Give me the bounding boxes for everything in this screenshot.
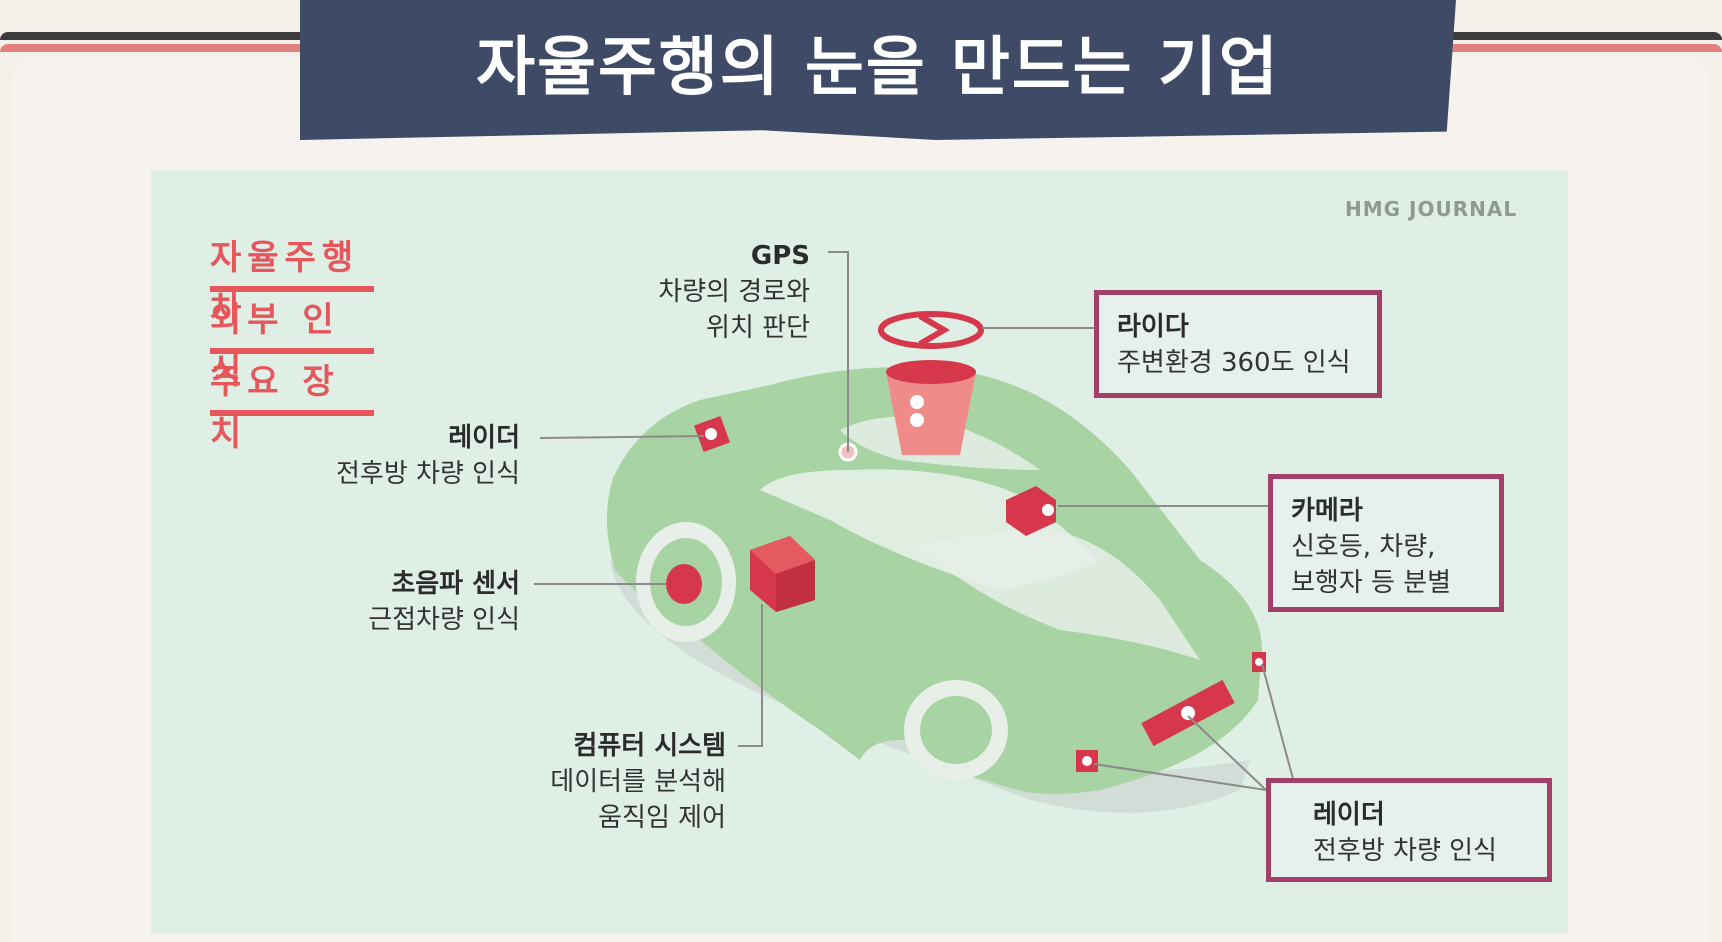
camera-icon xyxy=(1006,486,1056,536)
lidar-icon xyxy=(886,372,976,455)
gps-line-2: 위치 판단 xyxy=(706,313,810,343)
car-body-icon xyxy=(606,367,1262,794)
camera-title: 카메라 xyxy=(1291,496,1363,526)
title-banner xyxy=(300,0,1456,140)
radar-rear-label-box: 레이더 전후방 차량 인식 xyxy=(1266,778,1552,882)
radar-rear-line-1: 전후방 차량 인식 xyxy=(1313,836,1497,866)
ultrasonic-line-1: 근접차량 인식 xyxy=(368,605,520,635)
computer-title: 컴퓨터 시스템 xyxy=(573,731,726,761)
ultrasonic-title: 초음파 센서 xyxy=(391,569,520,599)
brand-watermark: HMG JOURNAL xyxy=(1345,197,1518,221)
lidar-label-box: 라이다 주변환경 360도 인식 xyxy=(1094,290,1382,398)
car-shadow xyxy=(610,560,1250,813)
page-title: 자율주행의 눈을 만드는 기업 xyxy=(476,31,1280,105)
gps-label: GPS 차량의 경로와 위치 판단 xyxy=(620,238,810,346)
heading-line-3: 주요 장치 xyxy=(210,356,374,454)
computer-line-2: 움직임 제어 xyxy=(598,803,726,833)
lidar-line-1: 주변환경 360도 인식 xyxy=(1117,348,1351,378)
computer-cube-icon xyxy=(750,536,815,612)
radar-rear-title: 레이더 xyxy=(1313,800,1385,830)
leader-lines xyxy=(534,251,1297,791)
lidar-rotation-icon xyxy=(878,311,984,349)
computer-line-1: 데이터를 분석해 xyxy=(550,767,726,797)
gps-title: GPS xyxy=(750,241,810,271)
camera-label-box: 카메라 신호등, 차량, 보행자 등 분별 xyxy=(1268,474,1504,612)
camera-line-2: 보행자 등 분별 xyxy=(1291,568,1452,598)
computer-label: 컴퓨터 시스템 데이터를 분석해 움직임 제어 xyxy=(500,728,726,836)
camera-line-1: 신호등, 차량, xyxy=(1291,532,1436,562)
radar-front-label: 레이더 전후방 차량 인식 xyxy=(300,420,520,492)
lidar-title: 라이다 xyxy=(1117,312,1189,342)
heading-line-1: 자율주행차 xyxy=(210,232,374,330)
radar-front-line-1: 전후방 차량 인식 xyxy=(336,459,520,489)
gps-line-1: 차량의 경로와 xyxy=(658,277,810,307)
ultrasonic-label: 초음파 센서 근접차량 인식 xyxy=(300,566,520,638)
heading-line-2: 외부 인식 xyxy=(210,294,374,392)
radar-front-title: 레이더 xyxy=(448,423,520,453)
rear-window-icon xyxy=(915,530,1200,660)
